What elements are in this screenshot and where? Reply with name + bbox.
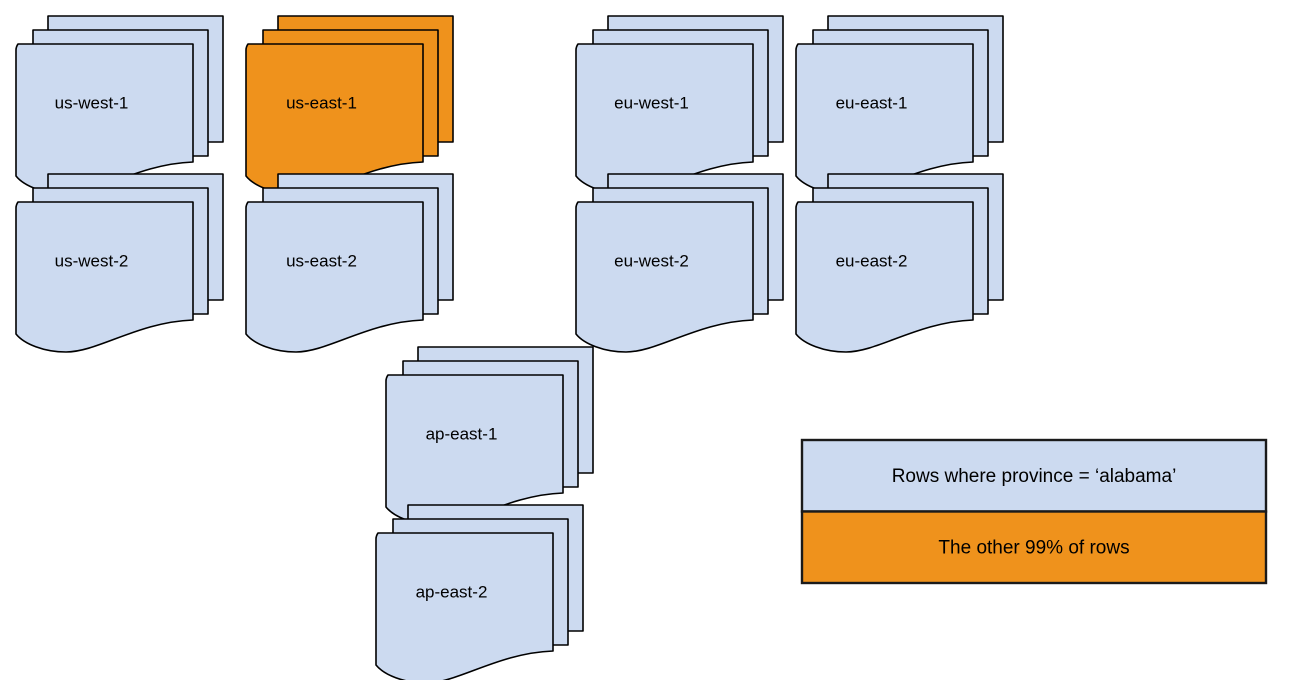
stack-label: us-west-1 bbox=[55, 93, 129, 112]
shard-stack-eu-west-1[interactable]: eu-west-1 bbox=[575, 15, 784, 195]
stack-label: ap-east-1 bbox=[426, 424, 498, 443]
legend-label-1: The other 99% of rows bbox=[938, 537, 1129, 558]
stack-front-sheet bbox=[245, 201, 424, 353]
stack-label: eu-west-2 bbox=[614, 251, 689, 270]
legend-label-0: Rows where province = ‘alabama’ bbox=[892, 466, 1177, 487]
stack-front-sheet bbox=[245, 43, 424, 195]
shard-stack-ap-east-2[interactable]: ap-east-2 bbox=[375, 504, 584, 680]
shard-stack-eu-east-2[interactable]: eu-east-2 bbox=[795, 173, 1004, 353]
legend-swatch-1 bbox=[800, 510, 1268, 585]
stack-label: ap-east-2 bbox=[416, 582, 488, 601]
shard-stack-us-west-2[interactable]: us-west-2 bbox=[15, 173, 224, 353]
shard-stack-us-west-1[interactable]: us-west-1 bbox=[15, 15, 224, 195]
stack-front-sheet bbox=[375, 532, 554, 680]
stack-label: eu-east-1 bbox=[836, 93, 908, 112]
shard-stack-eu-west-2[interactable]: eu-west-2 bbox=[575, 173, 784, 353]
stack-front-sheet bbox=[385, 374, 564, 526]
stack-front-sheet bbox=[795, 201, 974, 353]
stack-label: eu-west-1 bbox=[614, 93, 689, 112]
stack-label: us-east-2 bbox=[286, 251, 357, 270]
stack-front-sheet bbox=[575, 43, 754, 195]
stack-front-sheet bbox=[15, 201, 194, 353]
stack-label: us-east-1 bbox=[286, 93, 357, 112]
shard-stack-ap-east-1[interactable]: ap-east-1 bbox=[385, 346, 594, 526]
shard-stack-eu-east-1[interactable]: eu-east-1 bbox=[795, 15, 1004, 195]
stack-front-sheet bbox=[575, 201, 754, 353]
stack-front-sheet bbox=[15, 43, 194, 195]
stack-front-sheet bbox=[795, 43, 974, 195]
shard-stack-us-east-2[interactable]: us-east-2 bbox=[245, 173, 454, 353]
stack-label: eu-east-2 bbox=[836, 251, 908, 270]
stack-label: us-west-2 bbox=[55, 251, 129, 270]
shard-stack-us-east-1[interactable]: us-east-1 bbox=[245, 15, 454, 195]
stacks-layer: us-west-1 us-east-1 eu-west-1 eu-east-1 us-w… bbox=[15, 15, 1004, 680]
legend-box: Rows where province = ‘alabama’ The other… bbox=[800, 438, 1268, 585]
